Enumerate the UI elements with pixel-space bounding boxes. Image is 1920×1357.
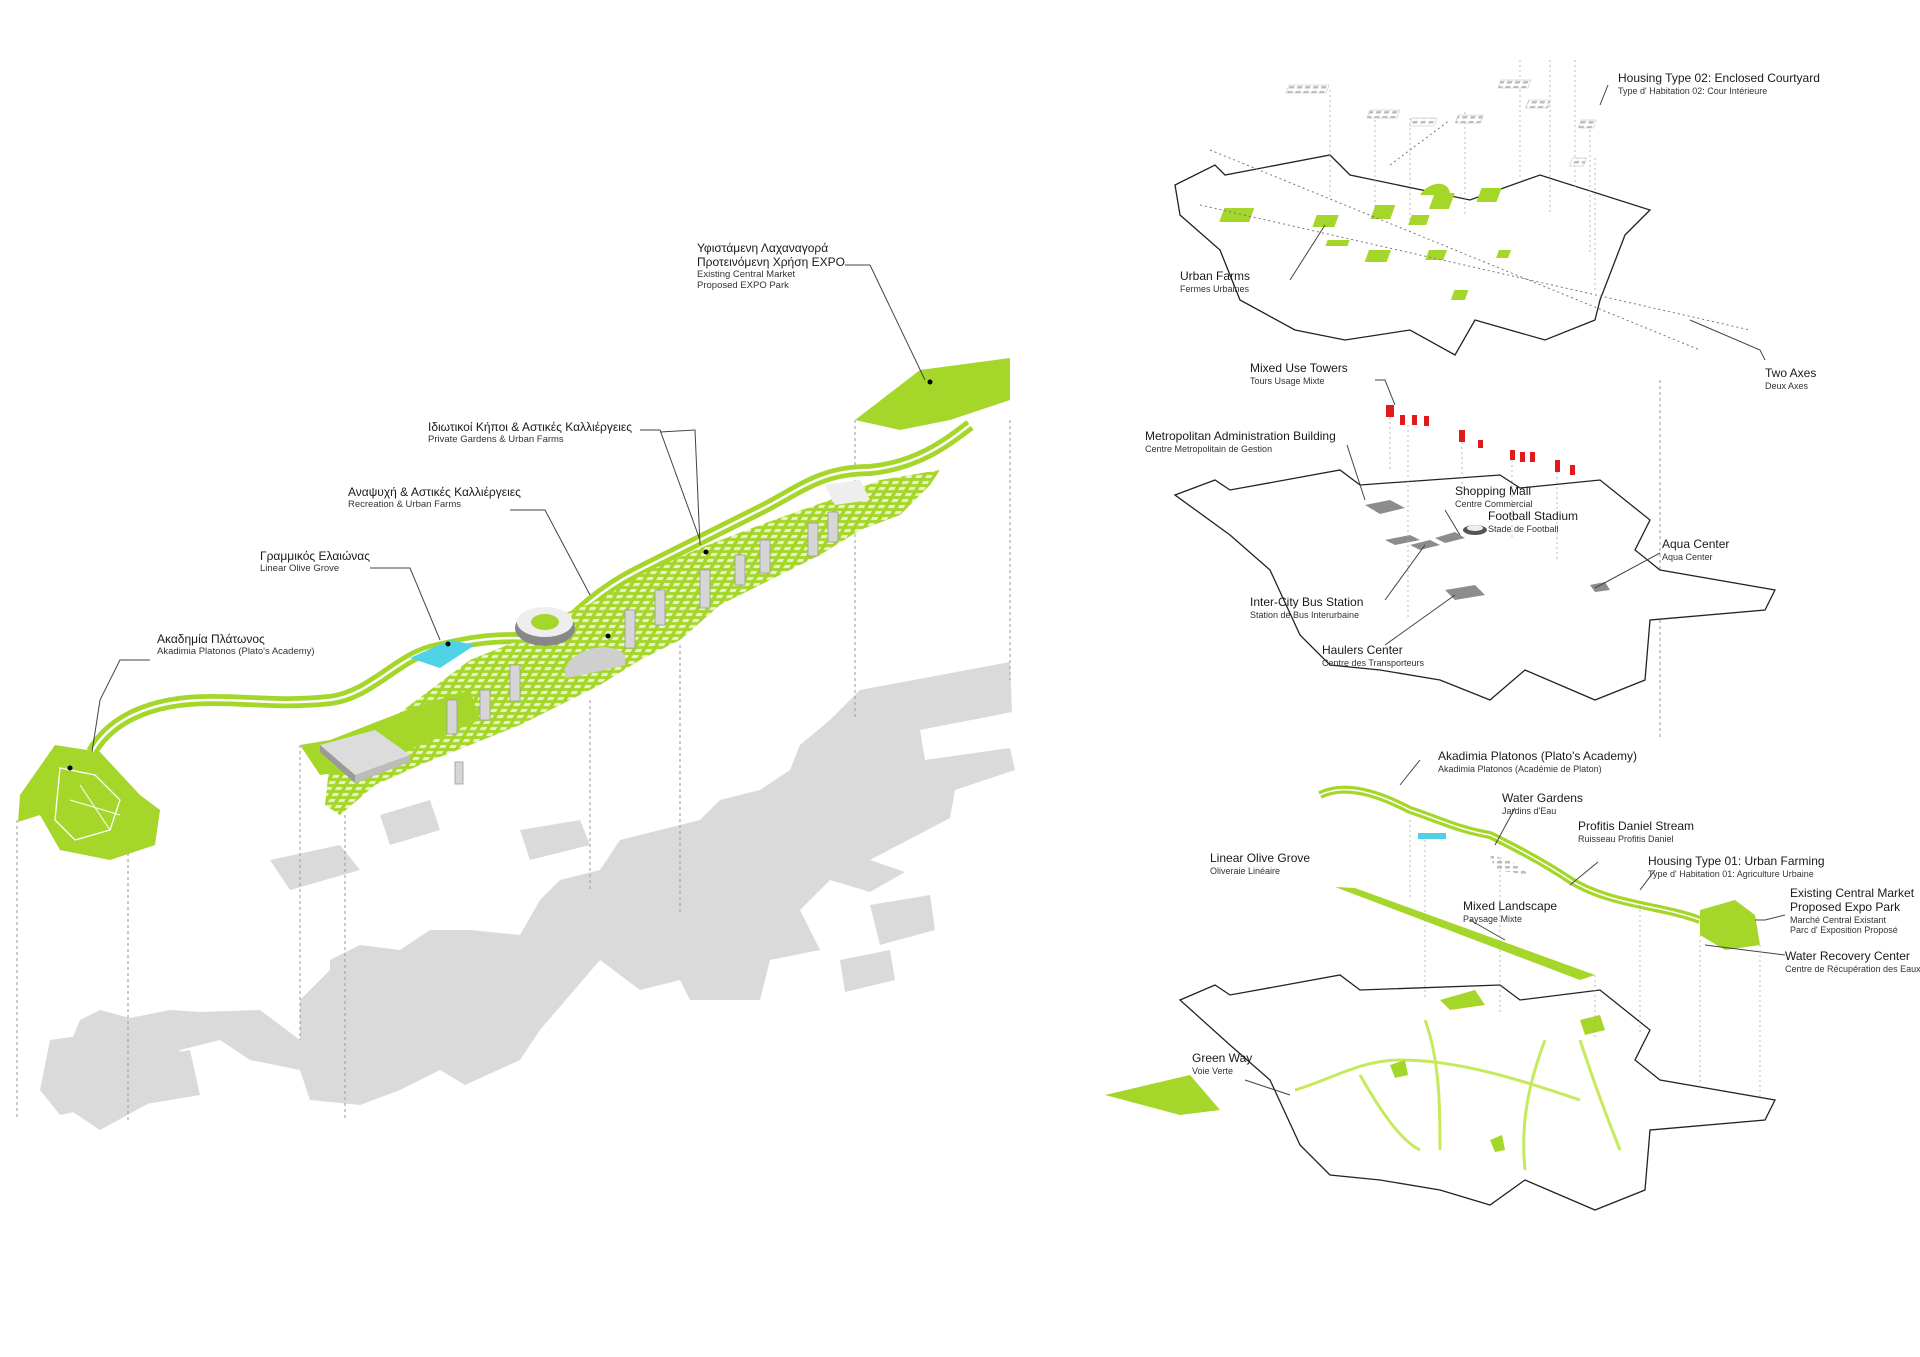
label-expo-park: Existing Central Market Proposed Expo Pa… <box>1790 886 1915 935</box>
label-water-recovery: Water Recovery Center Centre de Récupéra… <box>1785 949 1920 974</box>
ground-shadow <box>40 662 1015 1130</box>
label-line: Two Axes <box>1765 366 1817 380</box>
label-platos-academy: Ακαδημία Πλάτωνος Akadimia Platonos (Pla… <box>157 632 315 658</box>
masterplan-strip <box>18 358 1010 860</box>
label-line: Marché Central Existant <box>1790 914 1887 925</box>
label-housing-type-02: Housing Type 02: Enclosed Courtyard Type… <box>1618 71 1820 96</box>
label-private-gardens: Ιδιωτικοί Κήποι & Αστικές Καλλιέργειες P… <box>428 420 633 446</box>
label-line: Ακαδημία Πλάτωνος <box>157 632 265 646</box>
label-football-stadium: Football Stadium Stade de Football <box>1488 509 1579 534</box>
label-urban-farms: Urban Farms Fermes Urbaines <box>1180 269 1251 294</box>
label-line: Deux Axes <box>1765 380 1809 391</box>
label-akadimia-platonos: Akadimia Platonos (Plato's Academy) Akad… <box>1438 749 1638 774</box>
label-line: Linear Olive Grove <box>1210 851 1311 865</box>
label-line: Profitis Daniel Stream <box>1578 819 1695 833</box>
leader-lines-left <box>91 264 926 753</box>
label-line: Tours Usage Mixte <box>1250 375 1325 386</box>
label-line: Proposed EXPO Park <box>697 279 789 291</box>
label-line: Stade de Football <box>1488 523 1559 534</box>
label-line: Akadimia Platonos (Académie de Platon) <box>1438 763 1602 774</box>
label-line: Haulers Center <box>1322 643 1403 657</box>
label-line: Football Stadium <box>1488 509 1579 523</box>
label-central-market: Υφιστάμενη Λαχαναγορά Προτεινόμενη Χρήση… <box>697 241 845 291</box>
label-line: Inter-City Bus Station <box>1250 595 1364 609</box>
label-line: Γραμμικός Ελαιώνας <box>260 549 371 563</box>
layer-housing-farms <box>1174 60 1766 740</box>
label-mixed-use-towers: Mixed Use Towers Tours Usage Mixte <box>1250 361 1348 386</box>
label-linear-olive-grove-fr: Linear Olive Grove Oliveraie Linéaire <box>1210 851 1311 876</box>
label-line: Υφιστάμενη Λαχαναγορά <box>697 241 829 255</box>
label-profitis-daniel-stream: Profitis Daniel Stream Ruisseau Profitis… <box>1578 819 1695 844</box>
label-line: Housing Type 02: Enclosed Courtyard <box>1618 71 1820 85</box>
label-line: Jardins d'Eau <box>1502 805 1557 816</box>
label-recreation: Αναψυχή & Αστικές Καλλιέργειες Recreatio… <box>348 485 521 511</box>
label-line: Housing Type 01: Urban Farming <box>1648 854 1825 868</box>
label-line: Recreation & Urban Farms <box>348 498 461 510</box>
label-line: Parc d' Exposition Proposé <box>1790 924 1898 935</box>
label-green-way: Green Way Voie Verte <box>1192 1051 1253 1076</box>
label-water-gardens: Water Gardens Jardins d'Eau <box>1502 791 1583 816</box>
label-line: Green Way <box>1192 1051 1253 1065</box>
label-line: Aqua Center <box>1662 537 1730 551</box>
label-line: Akadimia Platonos (Plato's Academy) <box>1438 749 1638 763</box>
layer-buildings <box>1173 379 1776 701</box>
label-line: Linear Olive Grove <box>260 562 340 574</box>
label-line: Προτεινόμενη Χρήση EXPO <box>697 254 845 269</box>
label-line: Water Gardens <box>1502 791 1583 805</box>
label-line: Αναψυχή & Αστικές Καλλιέργειες <box>348 485 521 499</box>
label-line: Water Recovery Center <box>1785 949 1910 963</box>
label-line: Voie Verte <box>1192 1065 1234 1076</box>
label-line: Centre de Récupération des Eaux <box>1785 963 1920 974</box>
label-mixed-landscape: Mixed Landscape Paysage Mixte <box>1463 899 1558 924</box>
label-housing-type-01: Housing Type 01: Urban Farming Type d' H… <box>1648 854 1825 879</box>
label-linear-olive-grove: Γραμμικός Ελαιώνας Linear Olive Grove <box>260 549 371 575</box>
label-line: Akadimia Platonos (Plato's Academy) <box>157 645 315 657</box>
label-line: Station de Bus Interurbaine <box>1250 609 1360 620</box>
label-line: Paysage Mixte <box>1463 913 1523 924</box>
label-line: Private Gardens & Urban Farms <box>428 433 564 445</box>
label-line: Mixed Landscape <box>1463 899 1558 913</box>
label-line: Ιδιωτικοί Κήποι & Αστικές Καλλιέργειες <box>428 420 633 434</box>
label-line: Centre Commercial <box>1455 498 1533 509</box>
label-aqua-center: Aqua Center Aqua Center <box>1662 537 1730 562</box>
label-line: Metropolitan Administration Building <box>1145 429 1336 443</box>
label-line: Fermes Urbaines <box>1180 283 1250 294</box>
label-line: Existing Central Market <box>1790 886 1915 900</box>
label-line: Type d' Habitation 02: Cour Intérieure <box>1618 85 1768 96</box>
label-line: Type d' Habitation 01: Agriculture Urbai… <box>1648 868 1814 879</box>
label-line: Centre des Transporteurs <box>1322 657 1425 668</box>
label-shopping-mall: Shopping Mall Centre Commercial <box>1455 484 1533 509</box>
label-bus-station: Inter-City Bus Station Station de Bus In… <box>1250 595 1364 620</box>
label-line: Proposed Expo Park <box>1790 899 1901 914</box>
label-line: Shopping Mall <box>1455 484 1532 498</box>
label-two-axes: Two Axes Deux Axes <box>1765 366 1817 391</box>
label-line: Centre Metropolitain de Gestion <box>1145 443 1273 454</box>
label-line: Existing Central Market <box>697 268 796 280</box>
layer-landscape <box>1105 759 1786 1211</box>
label-line: Ruisseau Profitis Daniel <box>1578 833 1674 844</box>
label-line: Mixed Use Towers <box>1250 361 1348 375</box>
label-line: Oliveraie Linéaire <box>1210 865 1281 876</box>
label-metropolitan-building: Metropolitan Administration Building Cen… <box>1145 429 1336 454</box>
label-haulers-center: Haulers Center Centre des Transporteurs <box>1322 643 1425 668</box>
label-line: Urban Farms <box>1180 269 1251 283</box>
label-line: Aqua Center <box>1662 551 1713 562</box>
